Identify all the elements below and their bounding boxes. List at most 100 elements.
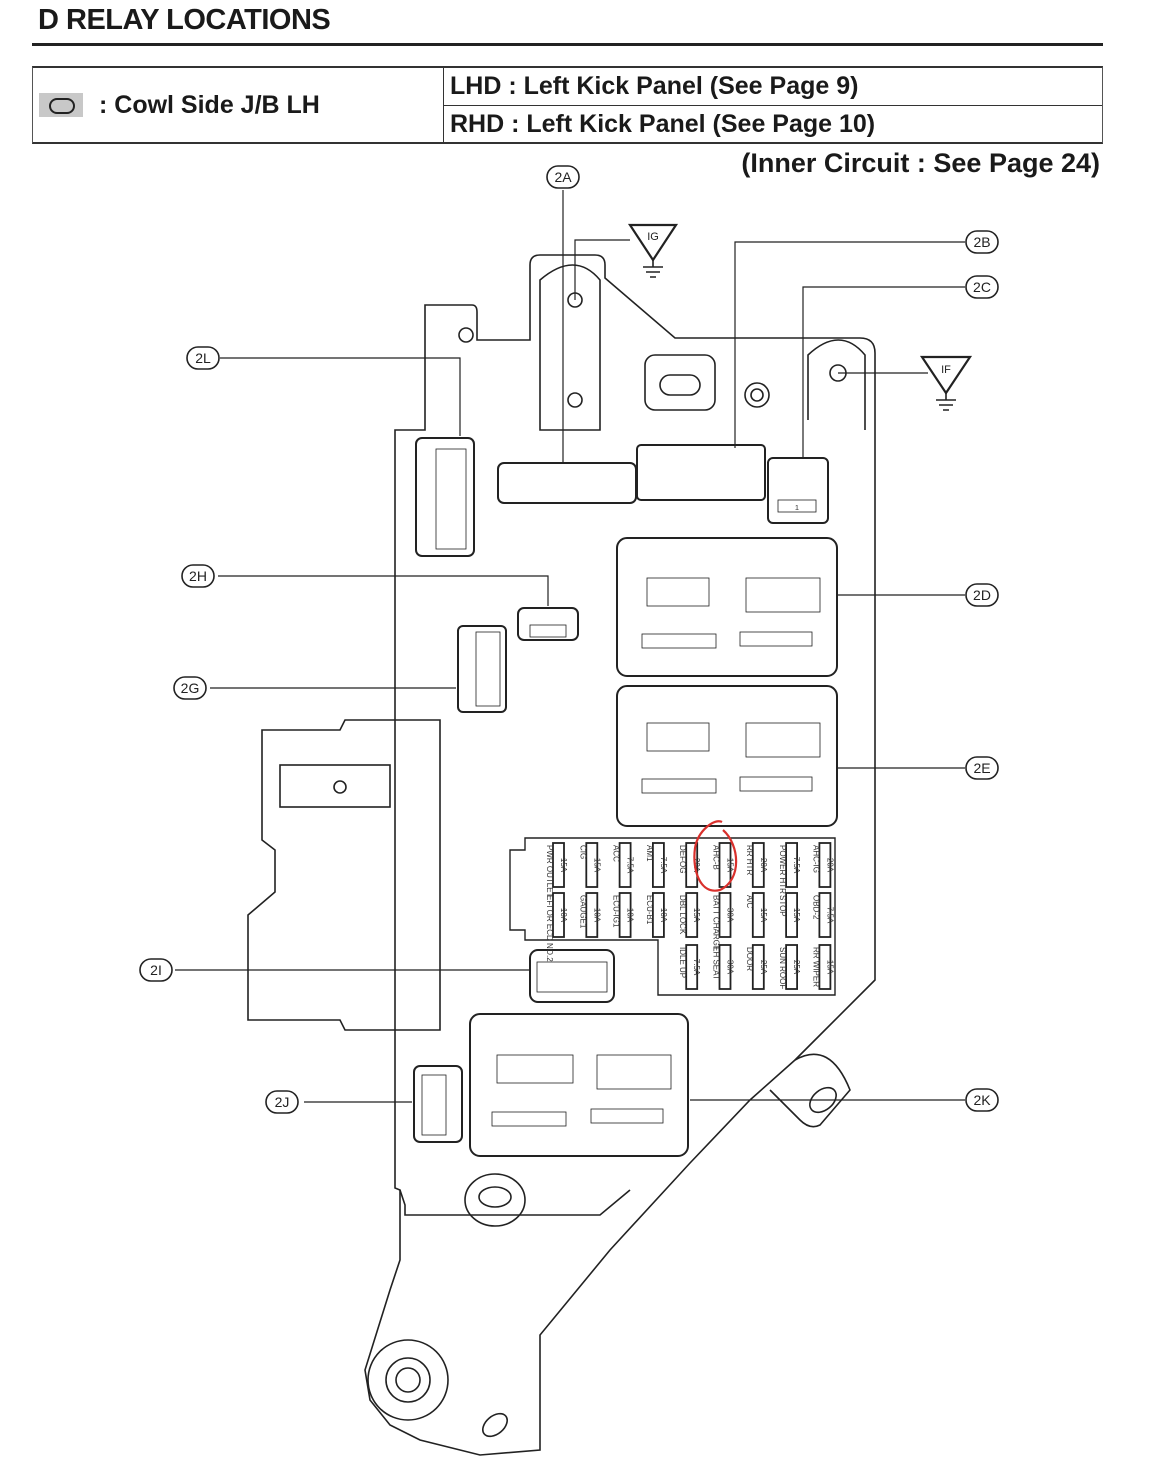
- fuse-rating: 10A: [559, 908, 568, 923]
- callout-2I[interactable]: 2I: [139, 958, 173, 982]
- bracket-tab: [807, 339, 866, 430]
- fuse-body: [785, 944, 798, 990]
- fuse-rating: 15A: [792, 908, 801, 923]
- connector-2I-pins: [536, 961, 608, 993]
- connector-2G-pins: [475, 631, 501, 707]
- svg-text:2K: 2K: [973, 1092, 991, 1108]
- fuse-name: ECU-IG1: [612, 895, 621, 928]
- connector-2J-pins: [421, 1074, 447, 1136]
- fuse-stop[interactable]: 15A STOP: [778, 892, 801, 938]
- fuse-name: AM1: [645, 845, 654, 862]
- fuse-body: [785, 892, 798, 938]
- fuse-body: [818, 842, 832, 888]
- mount-oval: [464, 1173, 526, 1227]
- connector-2B: [636, 444, 766, 501]
- fuse-name: STOP: [778, 895, 787, 917]
- fuse-body: [552, 892, 565, 938]
- connector-2D-pins-right: [745, 577, 821, 613]
- leader-2L: [220, 357, 461, 436]
- callout-2C[interactable]: 2C: [965, 275, 999, 299]
- fuse-rating: 7.5A: [825, 907, 834, 924]
- fuse-rating: 15A: [825, 960, 834, 975]
- callout-2J[interactable]: 2J: [265, 1090, 299, 1114]
- connector-2J: [413, 1065, 463, 1143]
- fuse-rating: 10A: [659, 908, 668, 923]
- connector-2D-pins-lower: [641, 633, 717, 649]
- fuse-name: AHC-B: [712, 845, 721, 870]
- fuse-body: [552, 842, 565, 888]
- fuse-rating: 15A: [759, 908, 768, 923]
- callout-2K[interactable]: 2K: [965, 1088, 999, 1112]
- svg-text:2E: 2E: [973, 760, 990, 776]
- fuse-name: LH SEAT: [712, 947, 721, 980]
- fuse-name: SUN ROOF: [778, 947, 787, 989]
- fuse-rating: 25A: [792, 960, 801, 975]
- page-title: D RELAY LOCATIONS: [38, 4, 331, 36]
- fuse-body: [751, 892, 765, 938]
- connector-2L: [415, 437, 475, 557]
- grommet-inner: [385, 1357, 431, 1403]
- svg-text:2A: 2A: [554, 169, 572, 185]
- fuse-body: [751, 842, 765, 888]
- callout-2E[interactable]: 2E: [965, 756, 999, 780]
- fuse-name: OBD-2: [811, 895, 820, 920]
- location-label: : Cowl Side J/B LH: [99, 91, 320, 119]
- callout-2A[interactable]: 2A: [546, 165, 580, 189]
- callout-2H[interactable]: 2H: [181, 564, 215, 588]
- fuse-body: [685, 892, 699, 938]
- fuse-name: GAUGE1: [578, 895, 587, 929]
- fuse-rating: 7.5A: [692, 959, 701, 976]
- fuse-body: [751, 944, 765, 990]
- connector-2D: [616, 537, 838, 677]
- fuse-body: [652, 842, 665, 888]
- connector-2C: [767, 457, 829, 524]
- leader-2H: [218, 575, 549, 606]
- connector-2E-pins-lower: [641, 778, 717, 794]
- fuse-gauge1[interactable]: 10A GAUGE1: [578, 892, 601, 938]
- fuse-body: [785, 842, 798, 888]
- svg-text:2G: 2G: [181, 680, 200, 696]
- ground-lines: [936, 393, 956, 411]
- fuse-rr-wiper[interactable]: 15A RR WIPER: [811, 944, 834, 990]
- fuse-obd-2[interactable]: 7.5A OBD-2: [811, 892, 834, 938]
- fuse-body: [718, 944, 732, 990]
- ear-hole: [809, 1086, 837, 1114]
- fuse-rating: 30A: [726, 908, 735, 923]
- callout-2B[interactable]: 2B: [965, 230, 999, 254]
- ground-ig-icon: [627, 223, 679, 263]
- callout-2L[interactable]: 2L: [186, 346, 220, 370]
- fuse-body: [818, 944, 832, 990]
- callout-2G[interactable]: 2G: [173, 676, 207, 700]
- callout-2D[interactable]: 2D: [965, 583, 999, 607]
- mount-hole: [567, 392, 583, 408]
- fuse-name: RR WIPER: [811, 947, 820, 987]
- mount-hole: [458, 327, 474, 343]
- mount-slot: [482, 1412, 508, 1438]
- fuse-ecu-b1[interactable]: 10A ECU-B1: [645, 892, 668, 938]
- svg-text:2L: 2L: [195, 350, 211, 366]
- fuse-rating: 10A: [592, 908, 601, 923]
- fuse-body: [818, 892, 832, 938]
- fuse-sun-roof[interactable]: 25A SUN ROOF: [778, 944, 801, 990]
- fuse-body: [585, 892, 599, 938]
- fuse-name: ECU-B1: [645, 895, 654, 925]
- connector-2G: [457, 625, 507, 713]
- fuse-block: [509, 837, 836, 996]
